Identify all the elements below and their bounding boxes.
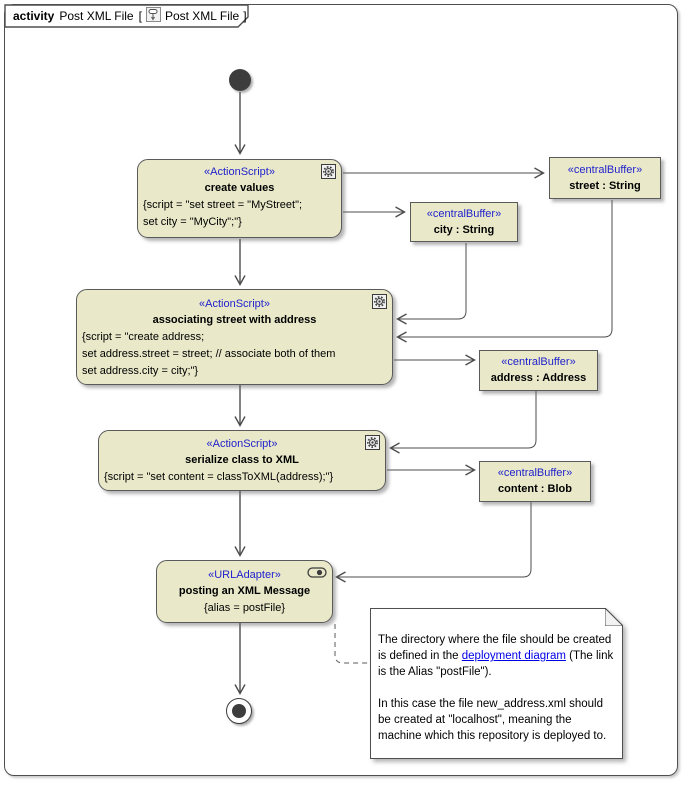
flow-content-to-posting <box>335 502 532 583</box>
stereotype-label: «centralBuffer» <box>501 356 576 368</box>
stereotype-label: «ActionScript» <box>204 166 275 178</box>
flow-city-to-associating <box>396 243 467 325</box>
diagram-frame <box>4 4 678 776</box>
alias-label: {alias = postFile} <box>203 602 286 614</box>
flow-address-to-serialize <box>389 391 537 454</box>
activity-diagram-icon <box>145 7 161 25</box>
frame-header: activity Post XML File [ Post XML File ] <box>13 7 247 25</box>
frame-diagram-name: Post XML File <box>59 9 134 23</box>
script-line: {script = "create address; <box>82 331 205 343</box>
note-anchor-line <box>334 624 369 664</box>
script-line: {script = "set content = classToXML(addr… <box>104 471 334 483</box>
frame-inner-name: Post XML File <box>164 9 240 23</box>
stereotype-label: «ActionScript» <box>199 298 270 310</box>
action-name: posting an XML Message <box>178 585 311 597</box>
script-gear-icon <box>365 435 380 453</box>
frame-bracket-open: [ <box>138 9 142 23</box>
note-blank-line <box>378 680 616 696</box>
stereotype-label: «centralBuffer» <box>426 207 502 220</box>
buffer-name: street : String <box>569 179 641 192</box>
script-gear-icon <box>372 294 387 312</box>
note[interactable]: The directory where the file should be c… <box>370 608 623 759</box>
final-node[interactable] <box>226 698 252 724</box>
buffer-name: content : Blob <box>498 483 572 495</box>
action-name: create values <box>204 182 275 194</box>
note-body <box>370 608 623 759</box>
buffer-name: city : String <box>433 223 495 236</box>
action-associating-street-with-address[interactable]: «ActionScript» associating street with a… <box>76 289 393 385</box>
buffer-street[interactable]: «centralBuffer» street : String <box>549 157 661 199</box>
frame-tab <box>4 4 249 28</box>
note-paragraph-2: In this case the file new_address.xml sh… <box>378 698 607 742</box>
adapter-pill-icon <box>307 567 327 581</box>
stereotype-label: «URLAdapter» <box>208 569 281 581</box>
action-serialize-class-to-xml[interactable]: «ActionScript» serialize class to XML {s… <box>98 430 386 491</box>
stereotype-label: «ActionScript» <box>206 438 278 450</box>
note-paragraph-1-end: (The link is the Alias "postFile"). <box>378 650 614 678</box>
script-line: set address.street = street; // associat… <box>82 348 336 360</box>
stereotype-label: «centralBuffer» <box>567 163 643 176</box>
action-create-values[interactable]: «ActionScript» create values {script = "… <box>137 159 342 238</box>
note-text: The directory where the file should be c… <box>378 632 616 744</box>
deployment-diagram-link[interactable]: deployment diagram <box>461 650 566 662</box>
stereotype-label: «centralBuffer» <box>497 467 573 479</box>
script-gear-icon <box>321 164 336 182</box>
script-line: set city = "MyCity";"} <box>143 216 242 228</box>
frame-keyword: activity <box>13 9 55 23</box>
action-name: serialize class to XML <box>185 454 299 466</box>
note-fold-corner <box>605 608 623 626</box>
flow-street-to-associating <box>396 200 613 343</box>
buffer-name: address : Address <box>490 372 587 384</box>
note-paragraph-1: The directory where the file should be c… <box>378 634 612 662</box>
frame-bracket-close: ] <box>243 9 247 23</box>
action-posting-xml-message[interactable]: «URLAdapter» posting an XML Message {ali… <box>156 560 333 623</box>
buffer-content[interactable]: «centralBuffer» content : Blob <box>479 461 591 502</box>
script-line: {script = "set street = "MyStreet"; <box>143 199 303 211</box>
final-node-dot <box>232 704 246 718</box>
script-line: set address.city = city;"} <box>82 365 199 377</box>
buffer-city[interactable]: «centralBuffer» city : String <box>410 202 518 242</box>
initial-node[interactable] <box>229 69 251 91</box>
action-name: associating street with address <box>152 314 317 326</box>
buffer-address[interactable]: «centralBuffer» address : Address <box>479 350 598 391</box>
